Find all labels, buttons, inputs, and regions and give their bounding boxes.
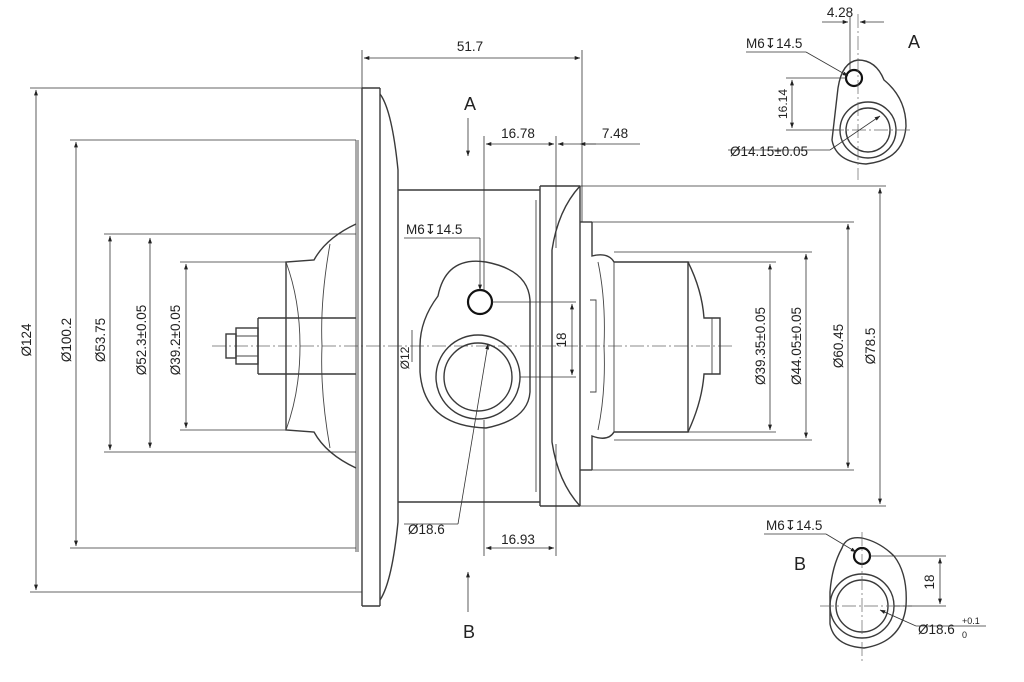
len-16-93-label: 16.93 — [501, 532, 535, 547]
len-7-48-label: 7.48 — [602, 126, 628, 141]
len-51-7-label: 51.7 — [457, 39, 483, 54]
section-b-marker: B — [463, 571, 475, 642]
len-18-label: 18 — [554, 332, 569, 347]
detail-a-title: A — [908, 32, 920, 52]
detail-b-tol-upper: +0.1 — [962, 616, 980, 626]
detail-a-offset: 4.28 — [827, 5, 853, 20]
dim-18-main: 18 — [492, 301, 576, 378]
dim-7-48: 7.48 — [557, 126, 640, 146]
dim-d78-5: Ø78.5 — [580, 185, 886, 507]
dim-d44-05: Ø44.05±0.05 — [614, 251, 812, 441]
d12-label: Ø12 — [398, 346, 412, 369]
len-16-78-label: 16.78 — [501, 126, 535, 141]
d124-label: Ø124 — [19, 323, 34, 357]
detail-view-a: A 4.28 M6↧14.5 16.14 Ø14.15±0.05 — [728, 5, 920, 180]
d18-6-label: Ø18.6 — [408, 522, 445, 537]
detail-view-b: B M6↧14.5 18 Ø18.6 +0.1 0 — [764, 518, 986, 662]
dim-51-7: 51.7 — [361, 39, 583, 222]
dim-16-93: 16.93 — [483, 420, 557, 556]
center-housing — [398, 185, 581, 507]
detail-b-title: B — [794, 554, 806, 574]
d53-75-label: Ø53.75 — [93, 318, 108, 362]
d78-5-label: Ø78.5 — [863, 328, 878, 365]
backplate — [355, 87, 399, 607]
dim-d52-3: Ø52.3±0.05 — [134, 237, 152, 449]
dim-d39-35: Ø39.35±0.05 — [688, 261, 776, 433]
detail-a-thread: M6↧14.5 — [746, 36, 802, 51]
dim-d53-75: Ø53.75 — [93, 233, 356, 453]
dim-d18-6: Ø18.6 — [404, 343, 490, 537]
d39-35-label: Ø39.35±0.05 — [753, 307, 768, 385]
dim-d124: Ø124 — [19, 87, 362, 593]
detail-a-bore: Ø14.15±0.05 — [730, 144, 808, 159]
detail-b-thread: M6↧14.5 — [766, 518, 822, 533]
dim-d12: Ø12 — [398, 330, 413, 369]
d60-45-label: Ø60.45 — [831, 324, 846, 368]
d100-2-label: Ø100.2 — [59, 318, 74, 362]
compressor-wheel — [225, 223, 357, 469]
thread-main-label: M6↧14.5 — [406, 222, 462, 237]
turbine-wheel — [580, 221, 721, 471]
d39-2-label: Ø39.2±0.05 — [168, 305, 183, 375]
section-a-label: A — [464, 94, 476, 114]
detail-a-spacing: 16.14 — [776, 89, 790, 119]
detail-b-spacing: 18 — [922, 574, 937, 589]
dim-16-78: 16.78 — [483, 126, 557, 290]
dim-d60-45: Ø60.45 — [592, 221, 854, 471]
detail-b-bore: Ø18.6 — [918, 622, 955, 637]
dim-d39-2: Ø39.2±0.05 — [168, 261, 286, 431]
d44-05-label: Ø44.05±0.05 — [789, 307, 804, 385]
thread-callout-main: M6↧14.5 — [404, 222, 482, 291]
section-a-marker: A — [464, 94, 476, 157]
d52-3-label: Ø52.3±0.05 — [134, 305, 149, 375]
dim-d100-2: Ø100.2 — [59, 139, 356, 549]
section-b-label: B — [463, 622, 475, 642]
detail-b-tol-lower: 0 — [962, 630, 967, 640]
